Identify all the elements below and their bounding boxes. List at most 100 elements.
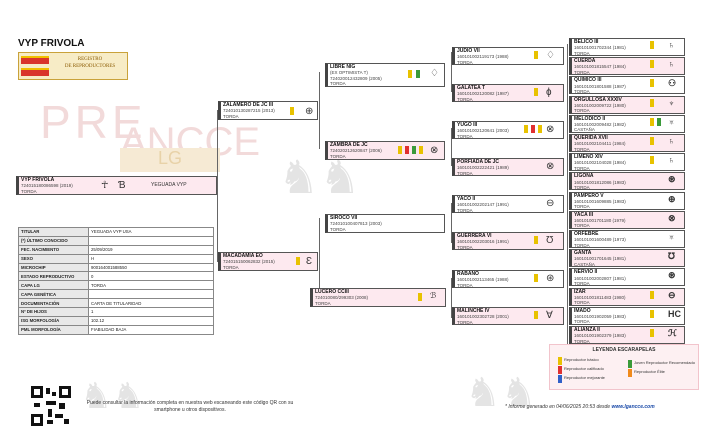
brand-icon: ♢ [430, 68, 439, 79]
brand-icon: ɸ [546, 87, 552, 98]
ancestor-id: 160101002120082 (1987) [457, 91, 509, 97]
footer-text: * Informe generado en 04/06/2025 20:53 d… [505, 404, 611, 410]
ancestor-name: ORGULLOSA XXXIV [574, 96, 622, 103]
ancestor-name: IMADO [574, 307, 591, 314]
info-label: CAPA LG [18, 280, 89, 291]
badge-icon [408, 70, 412, 78]
ancestor-name: BELICO III [574, 39, 599, 45]
qr-note: Puede consultar la información completa … [86, 400, 294, 413]
ancestor-coat: TORDA [574, 108, 590, 114]
ancestor-name: ALIANZA II [574, 327, 600, 333]
ancestor-name: MELODICO II [574, 115, 606, 122]
ancestor-name: YUGO III [457, 122, 478, 128]
ancce-flag-icon [21, 68, 49, 76]
ancestor-id: 724010080/299303 (2008) [315, 295, 369, 301]
website-link[interactable]: www.lgancce.com [611, 404, 655, 410]
brand-icon: ℋ [668, 328, 677, 338]
ancestor-coat: TORDA [457, 133, 473, 139]
brand-icon: Ɛ [306, 256, 313, 267]
ancestor-id: 160101002120641 (2003) [457, 128, 509, 134]
subject-box[interactable]: VYP FRIVOLA 724015180086598 (2019) TORDA… [16, 176, 217, 195]
ancestor-id: 160101002104411 (1984) [574, 141, 626, 147]
brand-icon: ⊗ [668, 212, 676, 223]
brand-icon: ♆ [668, 97, 675, 108]
ancestor-coat: TORDA [457, 319, 473, 325]
ancestor-box[interactable]: LUCERO CCIII 724010080/299303 (2008) TOR… [310, 288, 446, 307]
ancestor-coat: TORDA [574, 338, 590, 344]
subject-name: VYP FRIVOLA [21, 177, 55, 183]
legend-item: Reproductor Élite [634, 369, 665, 374]
connector [567, 44, 568, 384]
badge-icon [534, 274, 538, 282]
ancestor-id: 160101001702344 (1981) [574, 45, 626, 51]
badge-icon [405, 146, 409, 154]
ancestor-id: 160101002119173 (1988) [457, 54, 509, 60]
info-label: ESTADO REPRODUCTIVO [18, 271, 89, 282]
ancestor-name: LIGONA [574, 173, 594, 180]
ancestor-coat: TORDA [330, 226, 346, 232]
brand-icon: ☥ [101, 180, 109, 191]
info-value: 900164001588550 [88, 262, 214, 273]
ancestor-box[interactable]: ZAMBRA DE JC 724020212620847 (2006) TORD… [325, 141, 445, 160]
badge-icon [418, 293, 422, 301]
ancestor-name: SIROCO VII [330, 215, 358, 221]
connector [319, 72, 320, 149]
connector [451, 52, 452, 92]
legend-item: Reproductor básico [564, 357, 599, 362]
ancestor-box[interactable]: GUERRERA VI 160101002203016 (1991) TORDA [452, 232, 564, 250]
brand-icon: Ɓ [118, 180, 126, 191]
ancestor-id: 160101001609885 (1983) [574, 198, 626, 204]
badge-icon [534, 51, 538, 59]
info-label: CAPA GENÉTICA [18, 289, 89, 300]
subject-coat: TORDA [21, 188, 37, 194]
ancestor-box[interactable]: LIBRE NIG (EX OPTIMISTA T) 7240200124328… [325, 63, 445, 87]
brand-icon: ⊗ [430, 145, 439, 156]
ancestor-box[interactable]: PORFIADA DE JC 160101002222421 (1989) TO… [452, 158, 564, 176]
brand-icon: ⊛ [668, 174, 676, 185]
ancestor-name: PORFIADA DE JC [457, 159, 500, 165]
badge-icon [650, 156, 654, 165]
ancestor-box[interactable]: SIROCO VII 724010100407813 (2003) TORDA [325, 214, 445, 233]
horse-silhouette-icon: ♞♞ [80, 375, 145, 416]
horse-title: VYP FRIVOLA [18, 38, 85, 49]
ancestor-id: 160101002203016 (1991) [457, 239, 509, 245]
badge-icon [534, 236, 538, 244]
qr-code[interactable] [31, 386, 71, 426]
dam-box[interactable]: MACADAMIA EO 724015150062832 (2015) TORD… [218, 252, 318, 271]
brand-icon: ⊕ [305, 106, 314, 117]
ancestor-coat: TORDA [330, 153, 346, 159]
brand-icon: ⊕ [668, 193, 676, 204]
badge-icon [650, 290, 654, 299]
ancestor-box[interactable]: YACO II 160101002202147 (1991) TORDA [452, 195, 564, 213]
sire-box[interactable]: ZALAMERO DE JC III 724010130287215 (2013… [218, 101, 318, 120]
badge-icon [650, 117, 654, 126]
brand-icon: ♅ [668, 116, 675, 127]
ancestor-coat: TORDA [315, 300, 331, 306]
ancestor-id: 160101002009482 (1982) [574, 122, 626, 128]
ancestor-box[interactable]: YUGO III 160101002120641 (2003) TORDA [452, 121, 564, 139]
ancestor-name: NERVIO II [574, 269, 598, 276]
ancestor-name: CUERDA [574, 58, 596, 65]
ancestor-coat: TORDA [574, 184, 590, 190]
